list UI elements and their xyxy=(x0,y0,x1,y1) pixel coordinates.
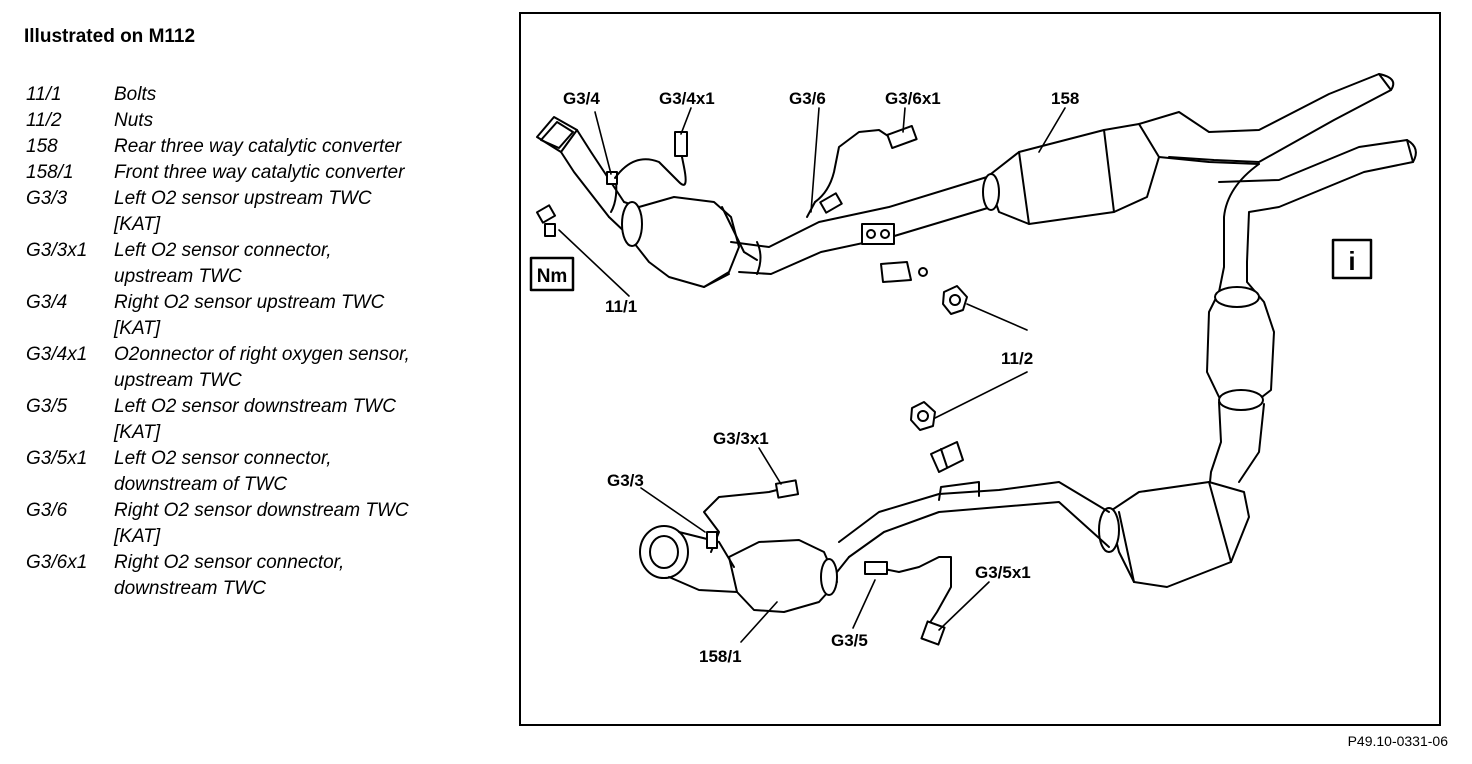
legend-description-line: Right O2 sensor downstream TWC xyxy=(114,500,409,521)
legend-description: Front three way catalytic converter xyxy=(114,160,496,186)
legend-item: G3/4x1 O2onnector of right oxygen sensor,… xyxy=(26,342,496,394)
legend-description: Left O2 sensor connector, downstream of T… xyxy=(114,446,496,498)
callout-g3-6x1: G3/6x1 xyxy=(885,89,941,108)
legend-item: G3/6 Right O2 sensor downstream TWC [KAT] xyxy=(26,498,496,550)
legend-description-line: downstream TWC xyxy=(114,578,267,599)
callout-158: 158 xyxy=(1051,89,1079,108)
legend-description-line: upstream TWC xyxy=(114,370,242,391)
legend-item: G3/5 Left O2 sensor downstream TWC [KAT] xyxy=(26,394,496,446)
legend-description: O2onnector of right oxygen sensor, upstre… xyxy=(114,342,496,394)
legend-description-line: downstream of TWC xyxy=(114,474,288,495)
legend-description-line: [KAT] xyxy=(114,318,161,339)
clamp-bracket-lower xyxy=(930,441,964,473)
legend-description-line: Right O2 sensor connector, xyxy=(114,552,345,573)
legend-item: G3/3x1 Left O2 sensor connector, upstream … xyxy=(26,238,496,290)
legend-item: 158 Rear three way catalytic converter xyxy=(26,134,496,160)
callout-11-2: 11/2 xyxy=(1001,349,1033,368)
upper-pipe xyxy=(730,176,992,275)
o2-sensor-g3-4-harness xyxy=(614,131,688,186)
legend-code: G3/6 xyxy=(26,500,68,521)
legend-description-line: upstream TWC xyxy=(114,266,242,287)
info-icon: i xyxy=(1348,246,1355,276)
legend-description: Bolts xyxy=(114,82,496,108)
legend-description-line: Left O2 sensor upstream TWC xyxy=(114,188,372,209)
middle-converter xyxy=(1206,261,1275,493)
rear-converter xyxy=(982,123,1160,225)
upper-flange xyxy=(536,116,625,218)
legend-description: Left O2 sensor upstream TWC [KAT] xyxy=(114,186,496,238)
info-badge xyxy=(1331,238,1373,280)
leader-lines xyxy=(558,107,1066,643)
legend-description-line: Right O2 sensor upstream TWC xyxy=(114,292,385,313)
callout-g3-4x1: G3/4x1 xyxy=(659,89,715,108)
legend-item: 11/2 Nuts xyxy=(26,108,496,134)
legend-code: 11/1 xyxy=(26,84,62,105)
legend-description-line: Nuts xyxy=(114,110,154,131)
legend-code: G3/5x1 xyxy=(26,448,88,469)
callout-g3-3x1: G3/3x1 xyxy=(713,429,769,448)
lower-rear-converter xyxy=(1098,481,1250,588)
o2-sensor-g3-3 xyxy=(703,479,800,553)
upper-front-converter xyxy=(608,196,758,288)
legend-description-line: Rear three way catalytic converter xyxy=(114,136,402,157)
legend-item: G3/5x1 Left O2 sensor connector, downstrea… xyxy=(26,446,496,498)
legend-item: G3/3 Left O2 sensor upstream TWC [KAT] xyxy=(26,186,496,238)
legend-description-line: Front three way catalytic converter xyxy=(114,162,405,183)
legend-description-line: Left O2 sensor connector, xyxy=(114,240,332,261)
legend-code: G3/3 xyxy=(26,188,68,209)
legend-code: G3/4 xyxy=(26,292,68,313)
legend-description: Left O2 sensor downstream TWC [KAT] xyxy=(114,394,496,446)
bolt-11-1 xyxy=(535,204,557,237)
legend-code: G3/5 xyxy=(26,396,68,417)
parts-legend: 11/1 Bolts 11/2 Nuts 158 Rear three way catal… xyxy=(26,82,496,602)
lower-front-converter xyxy=(728,539,850,613)
diagram-title: Illustrated on M112 xyxy=(24,26,196,47)
legend-description-line: [KAT] xyxy=(114,214,161,235)
lower-flange xyxy=(639,525,738,593)
legend-code: 11/2 xyxy=(26,110,62,131)
legend-code: G3/4x1 xyxy=(26,344,88,365)
exhaust-system-diagram: Nm i G3/4 G3/4x1 G3/6 G3/6x1 158 11/1 11… xyxy=(529,73,1417,666)
legend-description-line: [KAT] xyxy=(114,422,161,443)
torque-icon: Nm xyxy=(537,266,568,287)
legend-code: G3/6x1 xyxy=(26,552,88,573)
legend-description-line: Left O2 sensor connector, xyxy=(114,448,332,469)
clamp-bracket-upper xyxy=(861,223,928,283)
legend-item: G3/6x1 Right O2 sensor connector, downstre… xyxy=(26,550,496,602)
figure-reference: P49.10-0331-06 xyxy=(1347,733,1448,749)
legend-description-line: [KAT] xyxy=(114,526,161,547)
nut-11-2-lower xyxy=(910,401,936,431)
nut-11-2-upper xyxy=(942,285,968,315)
legend-description-line: Bolts xyxy=(114,84,157,105)
legend-description: Right O2 sensor downstream TWC [KAT] xyxy=(114,498,496,550)
legend-code: G3/3x1 xyxy=(26,240,88,261)
tail-pipes xyxy=(1138,73,1417,268)
callout-g3-6: G3/6 xyxy=(789,89,826,108)
legend-code: 158 xyxy=(26,136,58,157)
callout-g3-5: G3/5 xyxy=(831,631,868,650)
lower-pipe xyxy=(838,481,1110,558)
legend-description: Nuts xyxy=(114,108,496,134)
legend-description: Right O2 sensor connector, downstream TWC xyxy=(114,550,496,602)
legend-description-line: Left O2 sensor downstream TWC xyxy=(114,396,396,417)
legend-code: 158/1 xyxy=(26,162,74,183)
callout-g3-5x1: G3/5x1 xyxy=(975,563,1031,582)
legend-description-line: O2onnector of right oxygen sensor, xyxy=(114,344,410,365)
legend-description: Left O2 sensor connector, upstream TWC xyxy=(114,238,496,290)
legend-item: G3/4 Right O2 sensor upstream TWC [KAT] xyxy=(26,290,496,342)
legend-description: Right O2 sensor upstream TWC [KAT] xyxy=(114,290,496,342)
legend-item: 158/1 Front three way catalytic converter xyxy=(26,160,496,186)
legend-description: Rear three way catalytic converter xyxy=(114,134,496,160)
callout-g3-3: G3/3 xyxy=(607,471,644,490)
torque-badge xyxy=(529,256,575,292)
callout-11-1: 11/1 xyxy=(605,297,637,316)
callout-158-1: 158/1 xyxy=(699,647,742,666)
diagram-frame xyxy=(519,12,1441,726)
callout-g3-4: G3/4 xyxy=(563,89,600,108)
legend-item: 11/1 Bolts xyxy=(26,82,496,108)
o2-sensor-g3-5 xyxy=(864,556,952,646)
